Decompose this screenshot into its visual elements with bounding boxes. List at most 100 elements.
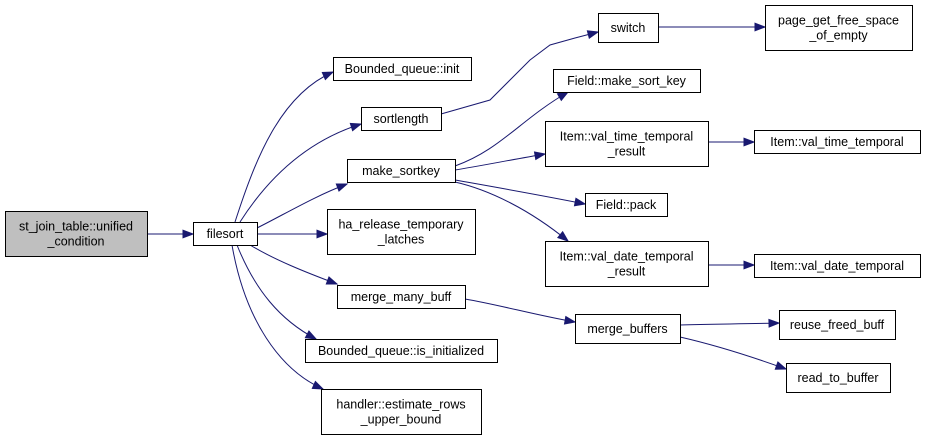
edge-filesort-to-bq_is_init: [236, 244, 318, 340]
node-label: Item::val_time_temporal: [770, 135, 903, 149]
edge-make_sortkey-to-item_vtt_result: [454, 151, 547, 171]
node-item_vtt[interactable]: Item::val_time_temporal: [754, 130, 921, 154]
edge-filesort-to-bq_init: [234, 71, 335, 223]
edge-filesort-to-estimate_rows: [231, 244, 325, 390]
arrowhead: [557, 230, 570, 242]
node-box: [553, 69, 701, 93]
edge-make_sortkey-to-field_pack: [454, 179, 587, 207]
arrowhead: [573, 197, 587, 207]
arrowhead: [563, 315, 577, 325]
node-label: Field::pack: [596, 198, 657, 212]
node-make_sortkey[interactable]: make_sortkey: [347, 159, 456, 183]
edge-filesort-to-make_sortkey: [256, 183, 349, 229]
node-sortlength[interactable]: sortlength: [361, 107, 442, 131]
edge-filesort-to-ha_release: [257, 229, 329, 239]
arrowhead: [743, 137, 756, 147]
arrowhead: [349, 122, 363, 132]
edge-line: [679, 336, 787, 370]
edge-merge_buffers-to-read_to_buffer: [679, 336, 788, 370]
node-label: page_get_free_space: [778, 14, 899, 28]
node-label: _of_empty: [808, 29, 868, 43]
arrowhead: [743, 260, 756, 270]
node-estimate_rows[interactable]: handler::estimate_rows_upper_bound: [321, 389, 482, 435]
node-label: Field::make_sort_key: [567, 74, 687, 88]
node-box: [337, 285, 466, 309]
node-label: Bounded_queue::init: [345, 62, 460, 76]
arrowhead: [586, 30, 600, 40]
node-label: merge_many_buff: [351, 290, 452, 304]
node-box: [575, 314, 681, 344]
node-label: _result: [607, 145, 646, 159]
node-bq_is_init[interactable]: Bounded_queue::is_initialized: [305, 339, 498, 363]
node-item_vdt[interactable]: Item::val_date_temporal: [754, 254, 921, 278]
node-item_vtt_result[interactable]: Item::val_time_temporal_result: [545, 121, 709, 167]
edge-line: [231, 244, 324, 390]
node-box: [347, 159, 456, 183]
node-label: filesort: [207, 227, 244, 241]
node-box: [305, 339, 498, 363]
node-root[interactable]: st_join_table::unified_condition: [5, 211, 148, 257]
node-box: [327, 209, 476, 255]
node-merge_buffers[interactable]: merge_buffers: [575, 314, 681, 344]
edge-line: [454, 179, 586, 205]
node-box: [779, 310, 896, 340]
edge-line: [236, 244, 317, 340]
edge-line: [679, 322, 780, 326]
node-label: switch: [611, 21, 646, 35]
edge-line: [234, 71, 334, 223]
edge-item_vdt_result-to-item_vdt: [707, 260, 756, 270]
edge-merge_buffers-to-reuse_freed_buff: [679, 318, 781, 328]
edge-root-to-filesort: [147, 229, 195, 239]
edges-layer: [147, 22, 788, 390]
edge-line: [454, 153, 546, 171]
node-box: [598, 13, 659, 43]
node-box: [545, 241, 709, 287]
node-filesort[interactable]: filesort: [193, 222, 258, 246]
arrowhead: [311, 380, 325, 390]
node-box: [765, 5, 913, 51]
node-box: [754, 254, 921, 278]
edge-switch-to-page_get_free: [658, 22, 767, 32]
edge-sortlength-to-switch: [440, 30, 600, 115]
node-box: [193, 222, 258, 246]
arrowhead: [774, 361, 788, 370]
node-label: read_to_buffer: [797, 371, 878, 385]
node-field_make_sort_key[interactable]: Field::make_sort_key: [553, 69, 701, 93]
edge-line: [256, 183, 348, 229]
node-box: [545, 121, 709, 167]
node-box: [585, 193, 668, 217]
node-box: [5, 211, 148, 257]
node-box: [754, 130, 921, 154]
edge-make_sortkey-to-item_vdt_result: [454, 181, 570, 242]
node-label: Item::val_time_temporal: [560, 130, 693, 144]
node-read_to_buffer[interactable]: read_to_buffer: [786, 363, 891, 393]
arrowhead: [325, 276, 339, 285]
node-switch[interactable]: switch: [598, 13, 659, 43]
arrowhead: [182, 229, 195, 239]
edge-filesort-to-sortlength: [239, 122, 363, 223]
node-ha_release[interactable]: ha_release_temporary_latches: [327, 209, 476, 255]
edge-line: [440, 31, 599, 115]
node-label: reuse_freed_buff: [790, 318, 885, 332]
edge-merge_many_buff-to-merge_buffers: [464, 298, 577, 325]
node-merge_many_buff[interactable]: merge_many_buff: [337, 285, 466, 309]
node-label: st_join_table::unified: [19, 220, 133, 234]
node-page_get_free[interactable]: page_get_free_space_of_empty: [765, 5, 913, 51]
arrowhead: [533, 151, 547, 161]
node-bq_init[interactable]: Bounded_queue::init: [333, 57, 472, 81]
node-reuse_freed_buff[interactable]: reuse_freed_buff: [779, 310, 896, 340]
node-label: Bounded_queue::is_initialized: [318, 344, 484, 358]
node-field_pack[interactable]: Field::pack: [585, 193, 668, 217]
node-item_vdt_result[interactable]: Item::val_date_temporal_result: [545, 241, 709, 287]
node-label: _latches: [377, 233, 425, 247]
node-box: [786, 363, 891, 393]
arrowhead: [768, 318, 781, 328]
node-label: Item::val_date_temporal: [559, 250, 693, 264]
node-box: [321, 389, 482, 435]
node-label: make_sortkey: [362, 164, 441, 178]
edge-line: [454, 181, 569, 242]
edge-line: [249, 244, 338, 285]
node-label: handler::estimate_rows: [336, 398, 465, 412]
node-label: merge_buffers: [587, 322, 667, 336]
